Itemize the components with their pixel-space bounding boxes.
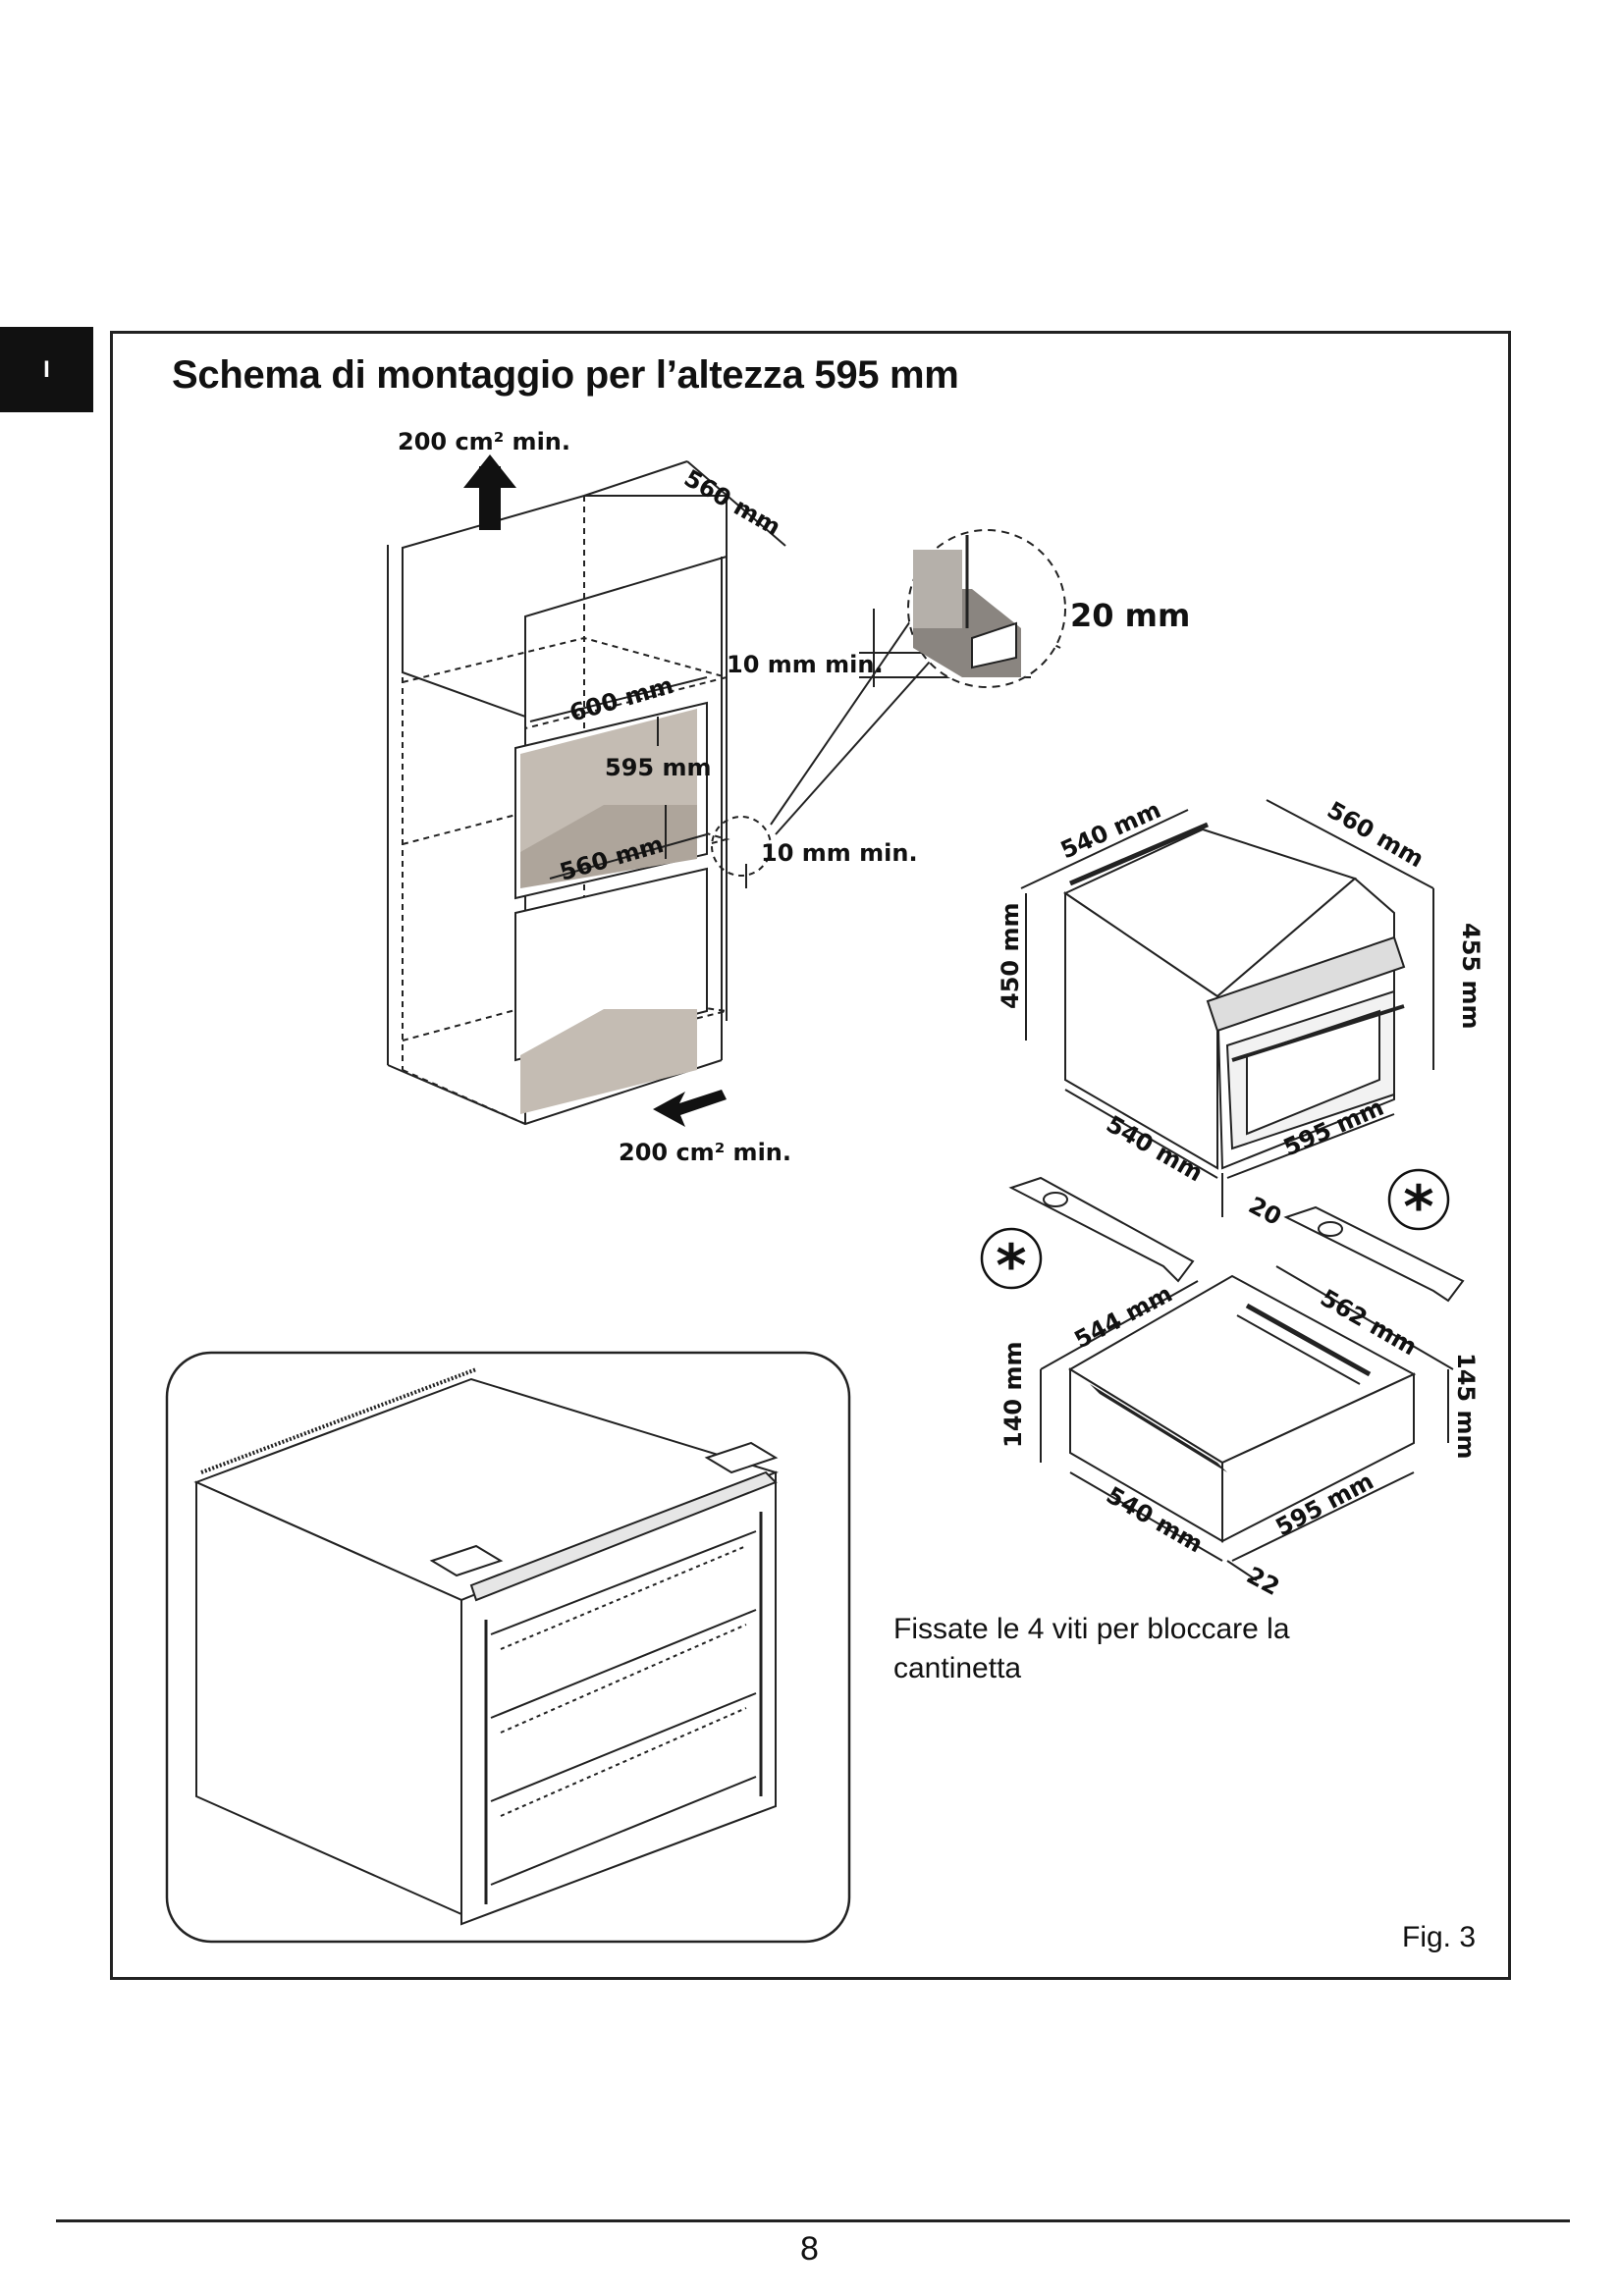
appliance-left-height-label: 450 mm [997,903,1024,1009]
detail-gap-label: 20 mm [1070,597,1190,634]
page-number: 8 [800,2230,819,2268]
wine-cooler-drawing [193,1367,779,1926]
svg-text:*: * [996,1232,1026,1301]
appliance-right-height-label: 455 mm [1457,923,1484,1029]
figure-frame [110,331,1511,1980]
drawer-offset-label: 22 [1242,1562,1284,1601]
figure-label: Fig. 3 [1402,1921,1477,1953]
language-tab: I [0,327,93,412]
left-arrow-icon [653,1090,727,1127]
gap-lower-label: 10 mm min. [761,839,918,867]
drawer-left-height-label: 140 mm [999,1342,1027,1448]
mounting-brackets [1008,1176,1465,1303]
cabinet-drawing [387,495,730,1126]
gap-upper-label: 10 mm min. [727,651,884,678]
appliance-drawing [1062,822,1406,1170]
svg-text:*: * [1403,1173,1433,1242]
language-label: I [43,355,50,383]
vent-top-label: 200 cm² min. [398,428,570,455]
appliance-top-width-label: 560 mm [1322,796,1429,873]
asterisk-icon: * [1387,1168,1450,1242]
appliance-offset-label: 20 [1244,1192,1286,1231]
height-label: 595 mm [605,754,711,781]
footer-rule [56,2219,1570,2222]
asterisk-icon: * [980,1227,1043,1301]
drawer-drawing [1068,1274,1417,1543]
page-title: Schema di montaggio per l’altezza 595 mm [172,353,959,397]
drawer-right-height-label: 145 mm [1452,1353,1480,1459]
up-arrow-icon [463,454,516,530]
vent-bottom-label: 200 cm² min. [619,1139,791,1166]
gap-detail [907,529,1066,688]
installation-caption: Fissate le 4 viti per bloccare la cantin… [893,1613,1290,1684]
